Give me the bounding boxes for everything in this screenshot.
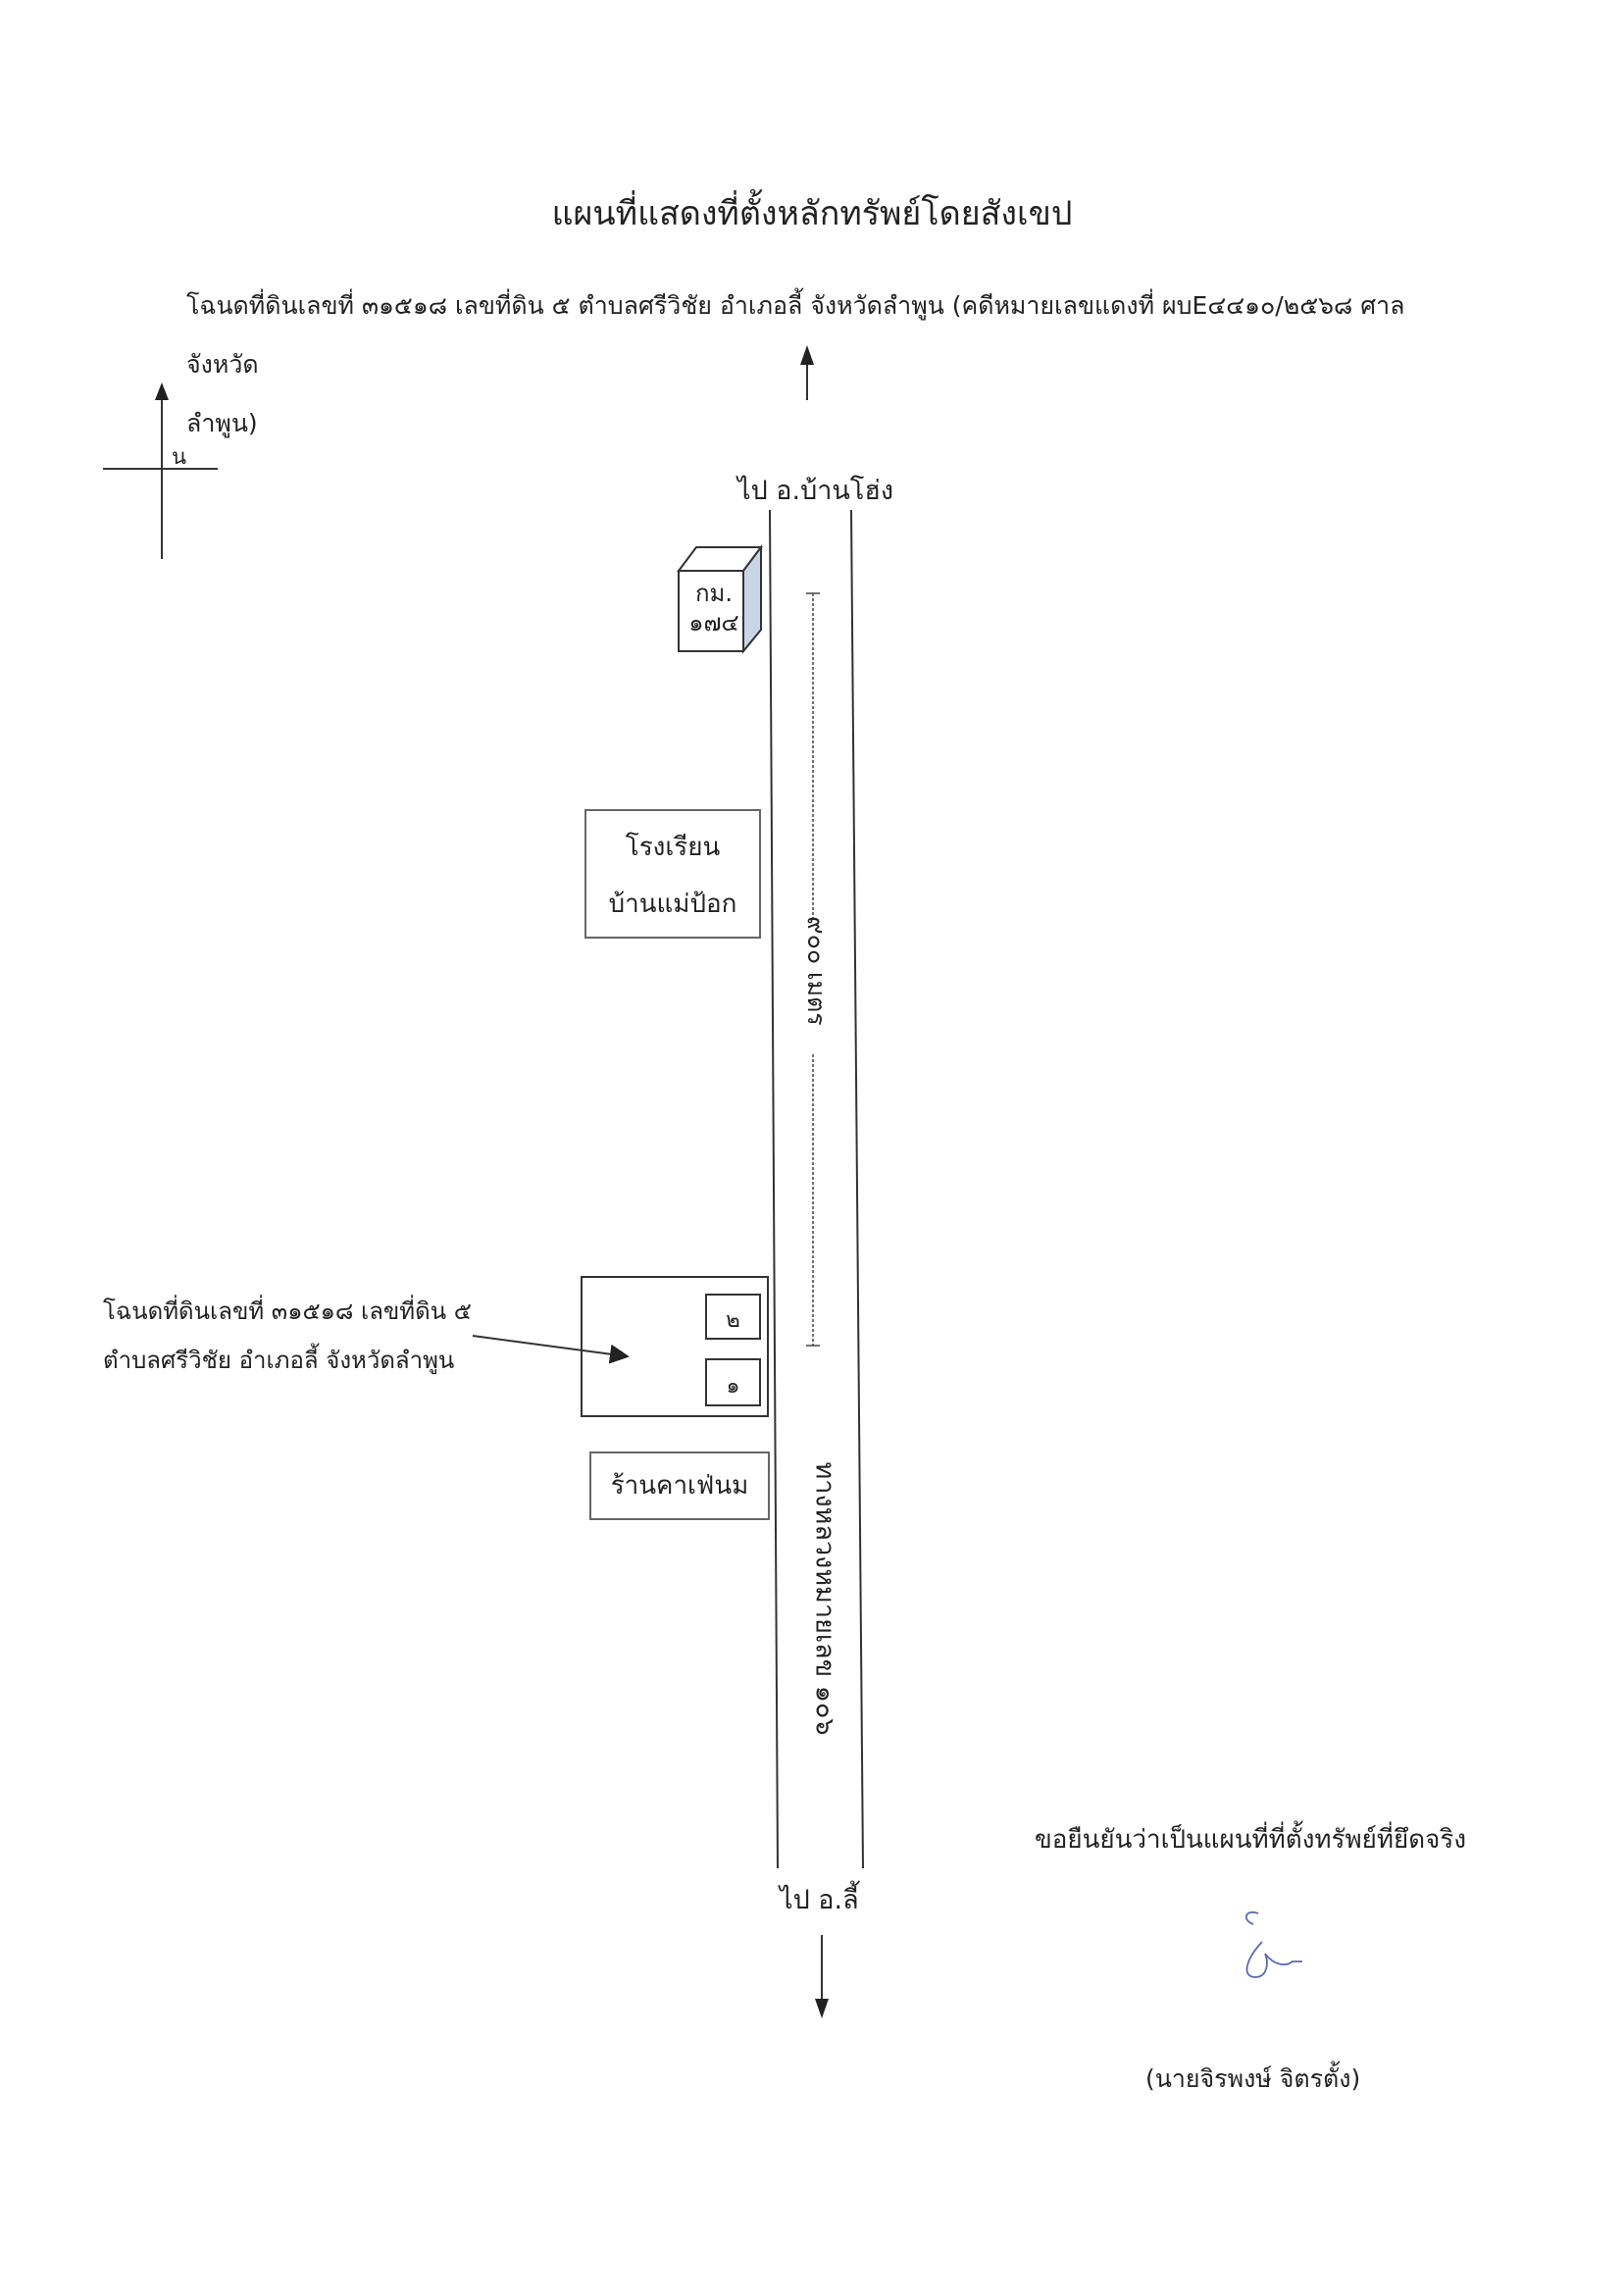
north-arrow-icon — [103, 382, 218, 559]
km-marker-label: กม. ๑๗๔ — [685, 579, 743, 637]
cafe-name: ร้านคาเฟ่นม — [610, 1471, 749, 1501]
north-destination-label: ไป อ.บ้านโฮ่ง — [737, 476, 894, 506]
map-title: แผนที่แสดงที่ตั้งหลักทรัพย์โดยสังเขป — [551, 194, 1073, 233]
deed-description: โฉนดที่ดินเลขที่ ๓๑๕๑๘ เลขที่ดิน ๕ ตำบลศ… — [186, 277, 1461, 453]
school-name-line2: บ้านแม่ป้อก — [608, 890, 737, 919]
building-1-label: ๑ — [726, 1374, 740, 1399]
north-label: น — [172, 445, 187, 470]
signatory-name: (นายจิรพงษ์ จิตรตั้ง) — [1145, 2064, 1361, 2093]
highway-106 — [769, 509, 864, 1869]
cafe-landmark: ร้านคาเฟ่นม — [589, 1451, 770, 1520]
deed-description-line1: โฉนดที่ดินเลขที่ ๓๑๕๑๘ เลขที่ดิน ๕ ตำบลศ… — [186, 291, 1405, 379]
distance-label: ๙๐๐ เมตร — [802, 916, 831, 1026]
highway-name-label: ทางหลวงหมายเลข ๑๐๖ — [809, 1461, 840, 1736]
building-2-label: ๒ — [726, 1308, 740, 1333]
property-label-line2: ตำบลศรีวิชัย อำเภอลี้ จังหวัดลำพูน — [103, 1347, 455, 1374]
property-pointer-arrow — [472, 1335, 630, 1364]
km-marker-number: ๑๗๔ — [688, 609, 739, 636]
deed-description-line2: ลำพูน) — [186, 409, 258, 437]
km-marker-post — [677, 544, 763, 654]
distance-measurement-line — [806, 592, 820, 1347]
km-marker-unit: กม. — [695, 580, 733, 607]
school-name-line1: โรงเรียน — [625, 833, 721, 862]
north-direction-arrow — [800, 345, 814, 400]
signature-mark — [1244, 1910, 1302, 1978]
south-direction-arrow — [815, 1935, 829, 2018]
confirmation-text: ขอยืนยันว่าเป็นแผนที่ที่ตั้งทรัพย์ที่ยึด… — [1035, 1825, 1467, 1855]
property-parcel — [581, 1276, 769, 1417]
school-landmark: โรงเรียน บ้านแม่ป้อก — [584, 809, 761, 939]
property-label: โฉนดที่ดินเลขที่ ๓๑๕๑๘ เลขที่ดิน ๕ ตำบลศ… — [103, 1287, 472, 1385]
building-1-box — [705, 1358, 761, 1406]
building-2-box — [705, 1294, 761, 1340]
property-label-line1: โฉนดที่ดินเลขที่ ๓๑๕๑๘ เลขที่ดิน ๕ — [103, 1298, 472, 1325]
south-destination-label: ไป อ.ลี้ — [780, 1885, 859, 1915]
